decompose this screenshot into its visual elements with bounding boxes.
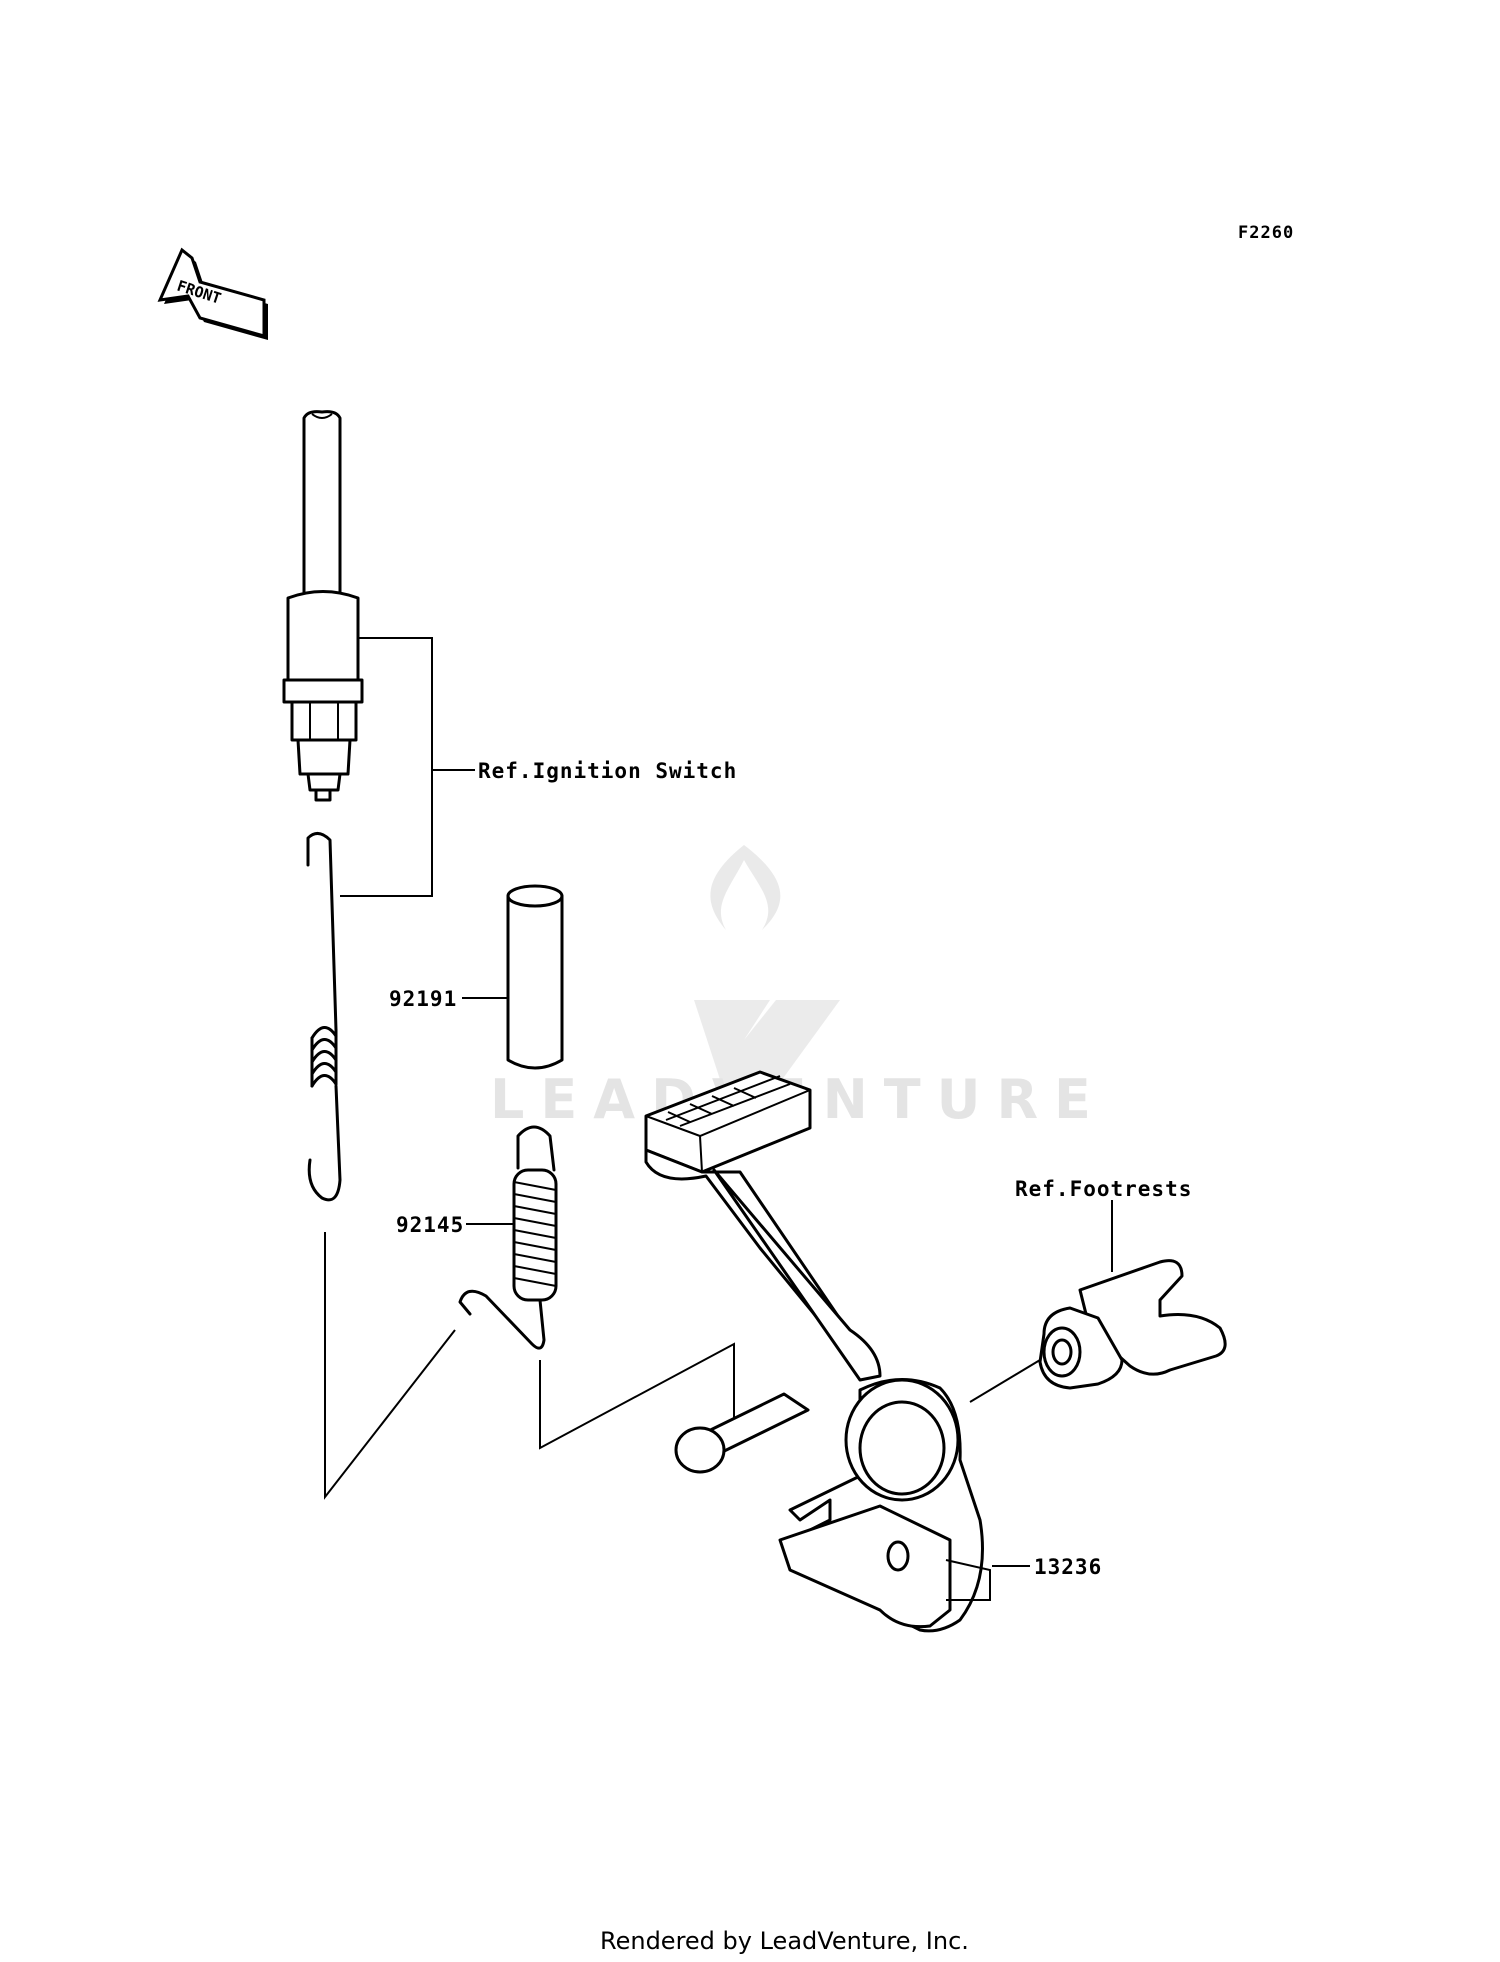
footrests-ref-label: Ref.Footrests: [1015, 1177, 1192, 1201]
collar-part-number: 92191: [389, 987, 457, 1011]
brake-light-switch: [282, 410, 364, 802]
brake-pedal-part-number: 13236: [1034, 1555, 1102, 1579]
return-spring-92145: [458, 1125, 558, 1350]
footrest-bracket: [1038, 1259, 1227, 1390]
ignition-switch-ref-label: Ref.Ignition Switch: [478, 759, 737, 783]
assembly-line-left: [324, 1232, 456, 1500]
brake-pedal-13236: [644, 1070, 991, 1633]
assembly-line-middle: [539, 1342, 735, 1450]
ignition-ref-bracket: [340, 637, 433, 897]
assembly-line-right: [969, 1359, 1041, 1403]
spring-part-number: 92145: [396, 1213, 464, 1237]
switch-spring: [306, 832, 342, 1202]
collar-92191: [506, 884, 564, 1070]
figure-code: F2260: [1238, 223, 1294, 243]
front-arrow-icon: FRONT: [157, 247, 268, 340]
footer-credit: Rendered by LeadVenture, Inc.: [600, 1927, 969, 1955]
